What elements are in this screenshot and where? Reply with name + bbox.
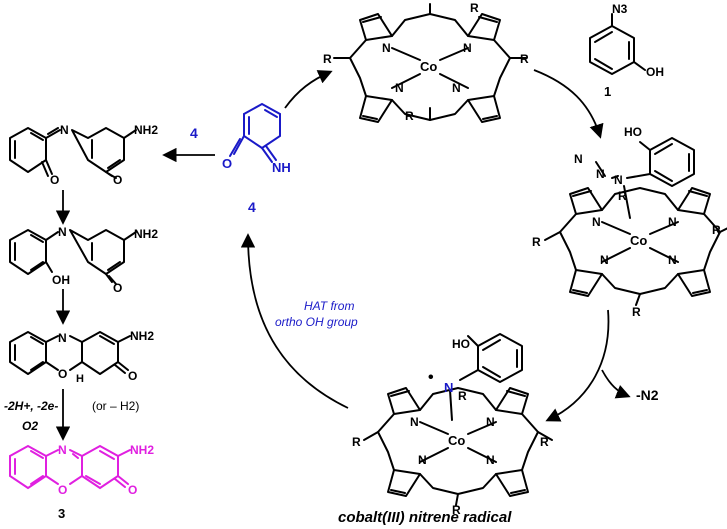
substituent-r: R xyxy=(632,305,641,319)
hydroxyl-label: OH xyxy=(52,273,70,287)
imine-n: N xyxy=(60,123,69,137)
adduct-dimer: N O O NH2 xyxy=(9,123,158,187)
cyclized-intermediate: N O H O NH2 xyxy=(9,329,154,385)
hydroxyl-label: HO xyxy=(624,125,642,139)
azide-label: N3 xyxy=(612,2,628,16)
hat-label-line1: HAT from xyxy=(304,299,354,313)
cobalt-azide-adduct: HO N N N R N N N N Co R R R xyxy=(532,125,727,319)
hydroxyl-label: HO xyxy=(452,337,470,351)
radical-dot: • xyxy=(428,369,434,386)
hydroxyl-label: OH xyxy=(646,65,664,79)
nitrene-caption: cobalt(III) nitrene radical xyxy=(338,509,512,526)
reagent-4-label: 4 xyxy=(190,125,198,141)
substituent-r: R xyxy=(532,235,541,249)
amido-n: N xyxy=(614,173,623,187)
n-label: N xyxy=(410,415,419,429)
ring-n: N xyxy=(58,331,67,345)
co-porphyrin-top: N N N N Co R R R R xyxy=(323,1,529,123)
substituent-r: R xyxy=(458,389,467,403)
substituent-r: R xyxy=(712,223,721,237)
cobalt-nitrene-radical: HO • N R N N N N Co R R R cobalt(III) ni… xyxy=(338,333,553,526)
oxidation-condition: -2H+, -2e- xyxy=(4,399,58,413)
substituent-r: R xyxy=(520,52,529,66)
carbonyl-o: O xyxy=(128,369,137,383)
substituent-r: R xyxy=(540,435,549,449)
quinone-imine-4: O NH 4 xyxy=(222,102,291,215)
n-label: N xyxy=(486,415,495,429)
nitrene-n: N xyxy=(444,380,453,395)
imine-nh: NH xyxy=(272,160,291,175)
ring-o: O xyxy=(58,483,67,497)
nitrogen-loss-label: -N2 xyxy=(636,387,659,403)
carbonyl-o: O xyxy=(128,483,137,497)
n-label: N xyxy=(668,215,677,229)
catalytic-cycle-arrows xyxy=(55,69,631,441)
hat-label-line2: ortho OH group xyxy=(275,315,358,329)
n-label: N xyxy=(600,253,609,267)
oxygen-label: O2 xyxy=(22,419,38,433)
n-label: N xyxy=(486,453,495,467)
aminophenol-imine: N OH O NH2 xyxy=(9,225,158,295)
cobalt-label: Co xyxy=(448,433,465,448)
substituent-r: R xyxy=(323,52,332,66)
n-label: N xyxy=(418,453,427,467)
alternative-condition: (or – H2) xyxy=(92,399,139,413)
substituent-r: R xyxy=(352,435,361,449)
amine-nh2: NH2 xyxy=(134,227,158,241)
azo-n: N xyxy=(574,152,583,166)
azo-n: N xyxy=(596,167,605,181)
ring-n: N xyxy=(58,443,67,457)
n-label: N xyxy=(382,41,391,55)
compound-number-4: 4 xyxy=(248,199,256,215)
amine-nh2: NH2 xyxy=(130,329,154,343)
carbonyl-o: O xyxy=(222,156,232,171)
cobalt-label: Co xyxy=(630,233,647,248)
aryl-azide-1: N3 OH 1 xyxy=(589,2,664,99)
substituent-r: R xyxy=(470,1,479,15)
cobalt-label: Co xyxy=(420,59,437,74)
compound-number-3: 3 xyxy=(58,506,65,521)
n-label: N xyxy=(592,215,601,229)
amine-nh2: NH2 xyxy=(134,123,158,137)
substituent-r: R xyxy=(405,109,414,123)
carbonyl-o: O xyxy=(50,173,59,187)
aminophenoxazinone-3: N O O NH2 3 xyxy=(9,443,154,521)
ring-o: O xyxy=(58,367,67,381)
ring-h: H xyxy=(76,373,84,385)
amine-nh2: NH2 xyxy=(130,443,154,457)
compound-number-1: 1 xyxy=(604,84,611,99)
n-label: N xyxy=(395,81,404,95)
substituent-r: R xyxy=(452,503,461,517)
imine-n: N xyxy=(58,225,67,239)
carbonyl-o: O xyxy=(113,173,122,187)
n-label: N xyxy=(668,253,677,267)
carbonyl-o: O xyxy=(113,281,122,295)
n-label: N xyxy=(463,41,472,55)
substituent-r: R xyxy=(618,189,627,203)
n-label: N xyxy=(452,81,461,95)
